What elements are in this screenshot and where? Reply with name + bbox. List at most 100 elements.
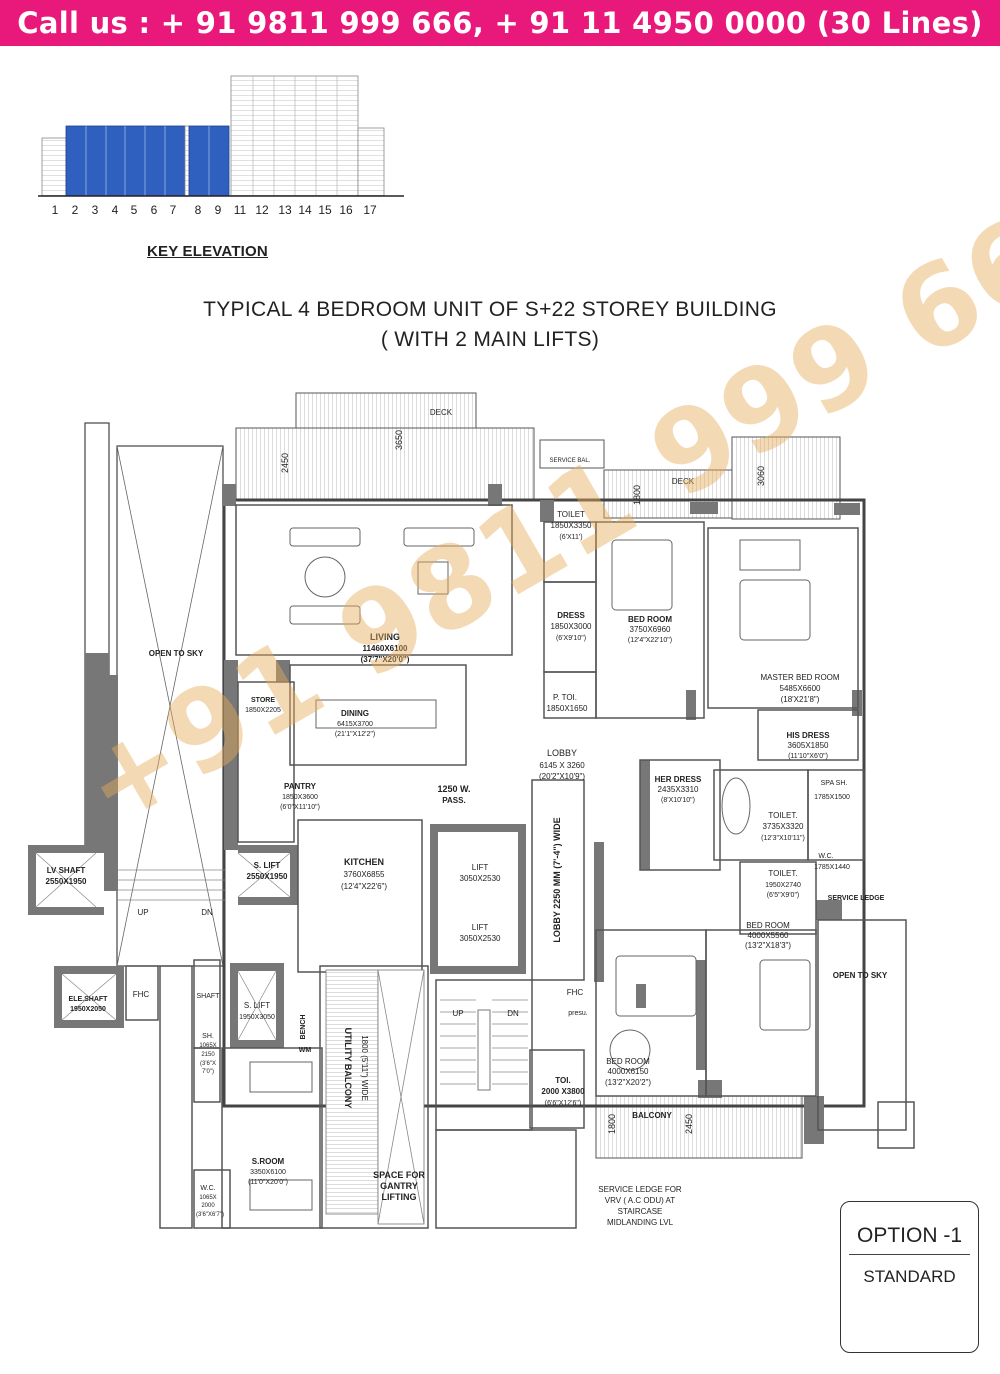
room-label-dress1-mm: 1850X3000 [551, 622, 592, 631]
room-label-balcony-dim2: 2450 [684, 1114, 694, 1134]
room-label-toilet3-name: TOILET. [768, 869, 797, 878]
room-label-sh-mm2: 2150 [201, 1052, 215, 1058]
room-label-sroom-name: S.ROOM [252, 1157, 285, 1166]
room-label-dining-mm: 6415X3700 [337, 721, 373, 728]
room-label-slift2-mm: 1950X3050 [239, 1014, 275, 1021]
room-label-spa-mm: 1785X1500 [814, 794, 850, 801]
room-label-lift2-mm: 3050X2530 [460, 934, 501, 943]
room-label-utility: UTILITY BALCONY [343, 1028, 353, 1109]
plan-subtitle: ( WITH 2 MAIN LIFTS) [380, 328, 600, 351]
room-label-bed3-mm: 4000X5560 [748, 931, 789, 940]
room-label-lobby-ft: (20'2"X10'9") [539, 772, 585, 781]
room-label-sroom-ft: (11'0"X20'0") [248, 1179, 288, 1186]
room-label-eleshaft-mm: 1950X2050 [70, 1006, 106, 1013]
room-label-spa-name: SPA SH. [821, 780, 848, 787]
room-label-sh-ft2: 7'0") [202, 1069, 214, 1075]
room-label-living-mm: 11460X6100 [363, 644, 408, 653]
room-label-dress1-name: DRESS [557, 611, 585, 620]
room-label-master-name: MASTER BED ROOM [760, 673, 839, 682]
room-label-lift1-name: LIFT [472, 863, 489, 872]
floor-number: 11 [234, 203, 247, 217]
room-label-pass-sub: PASS. [442, 796, 465, 805]
room-label-wc-name: W.C. [818, 853, 833, 860]
room-label-open-to-sky-left: OPEN TO SKY [149, 649, 204, 658]
room-label-ledge-note3: STAIRCASE [618, 1207, 663, 1216]
room-label-sh-mm: 1065X [199, 1043, 216, 1049]
room-label-fhc1: FHC [133, 990, 150, 999]
room-label-slift1-mm: 2550X1950 [247, 872, 288, 881]
room-label-bed3-name: BED ROOM [746, 921, 790, 930]
room-label-sroom-mm: 3350X6100 [250, 1169, 286, 1176]
room-label-master-ft: (18'X21'8") [781, 695, 820, 704]
key-elevation-title: KEY ELEVATION [147, 243, 268, 260]
room-label-lvshaft-name: LV SHAFT [47, 866, 86, 875]
room-label-bed1-name: BED ROOM [628, 615, 672, 624]
option-badge: OPTION -1 STANDARD [840, 1201, 979, 1353]
room-label-gantry2: GANTRY [380, 1181, 418, 1191]
option-label: OPTION -1 [849, 1224, 970, 1255]
room-label-bed2-ft: (13'2"X20'2") [605, 1078, 651, 1087]
call-us-banner[interactable]: Call us : + 91 9811 999 666, + 91 11 495… [0, 0, 1000, 46]
room-label-lobby-name: LOBBY [547, 748, 577, 758]
room-label-balcony-dim1: 1800 [607, 1114, 617, 1134]
room-label-wc2-name: W.C. [200, 1185, 215, 1192]
floor-number: 15 [318, 203, 332, 217]
room-label-bed1-mm: 3750X6960 [630, 625, 671, 634]
key-elevation [38, 75, 404, 197]
room-label-wc2-mm2: 2000 [201, 1203, 215, 1209]
room-label-bed2-name: BED ROOM [606, 1057, 650, 1066]
room-label-herdress-mm: 2435X3310 [658, 785, 699, 794]
room-label-slift2-name: S. LIFT [244, 1001, 270, 1010]
room-label-bed3-ft: (13'2"X18'3") [745, 941, 791, 950]
floor-number: 5 [131, 203, 138, 217]
call-us-text: Call us : + 91 9811 999 666, + 91 11 495… [17, 6, 983, 40]
room-label-ledge-note4: MIDLANDING LVL [607, 1218, 674, 1227]
floor-number: 4 [112, 203, 119, 217]
plan-title: TYPICAL 4 BEDROOM UNIT OF S+22 STOREY BU… [203, 298, 777, 321]
room-label-bed1-ft: (12'4"X22'10") [628, 637, 672, 644]
room-label-pantry-ft: (6'0"X11'10") [280, 804, 320, 811]
room-label-shaft: SHAFT [197, 993, 221, 1000]
room-label-living-name: LIVING [370, 632, 400, 642]
room-label-bed2-mm: 4000X6150 [608, 1067, 649, 1076]
floor-number: 3 [92, 203, 99, 217]
room-label-bench: BENCH [300, 1015, 307, 1040]
room-label-pantry-name: PANTRY [284, 782, 317, 791]
room-label-fhc2: FHC [567, 988, 584, 997]
room-label-utility-w: 1800 (5'11") WIDE [360, 1035, 369, 1101]
room-label-dining-name: DINING [341, 709, 369, 718]
room-label-dn2: DN [507, 1009, 519, 1018]
room-label-presu: presu. [568, 1010, 588, 1017]
floor-number: 9 [215, 203, 222, 217]
room-label-herdress-ft: (8'X10'10") [661, 797, 695, 804]
room-label-wc2-mm: 1065X [199, 1195, 216, 1201]
room-label-tol-ft: (6'6"X12'6") [545, 1100, 581, 1107]
room-label-dress1-ft: (6'X9'10") [556, 635, 586, 642]
room-label-eleshaft-name: ELE.SHAFT [69, 996, 109, 1003]
floor-number: 2 [72, 203, 79, 217]
floor-number: 6 [151, 203, 158, 217]
room-label-wc2-ft: (3'6"X6'7") [196, 1212, 224, 1218]
room-label-pass-name: 1250 W. [437, 784, 470, 794]
room-label-service-bal: SERVICE BAL. [550, 458, 591, 464]
room-label-kitchen-name: KITCHEN [344, 857, 384, 867]
room-label-toilet1-name: TOILET [557, 510, 585, 519]
room-label-pantry-mm: 1850X3600 [282, 794, 318, 801]
room-label-herdress-name: HER DRESS [655, 775, 702, 784]
floor-number: 16 [339, 203, 353, 217]
room-label-dn1: DN [201, 908, 213, 917]
room-label-gantry3: LIFTING [382, 1192, 417, 1202]
room-label-store-mm: 1850X2205 [245, 707, 281, 714]
room-label-service-ledge: SERVICE LEDGE [828, 895, 885, 902]
room-label-deck-dim1: 2450 [280, 453, 290, 473]
room-label-ptoi-name: P. TOI. [553, 693, 577, 702]
room-label-up2: UP [452, 1009, 463, 1018]
floor-number: 17 [363, 203, 377, 217]
room-label-up1: UP [137, 908, 148, 917]
room-label-hisdress-ft: (11'10"X6'0") [788, 753, 828, 760]
room-label-ledge-note1: SERVICE LEDGE FOR [598, 1185, 682, 1194]
room-label-deck-right-dim2: 3060 [756, 466, 766, 486]
room-label-wc-mm: 1785X1440 [814, 864, 850, 871]
